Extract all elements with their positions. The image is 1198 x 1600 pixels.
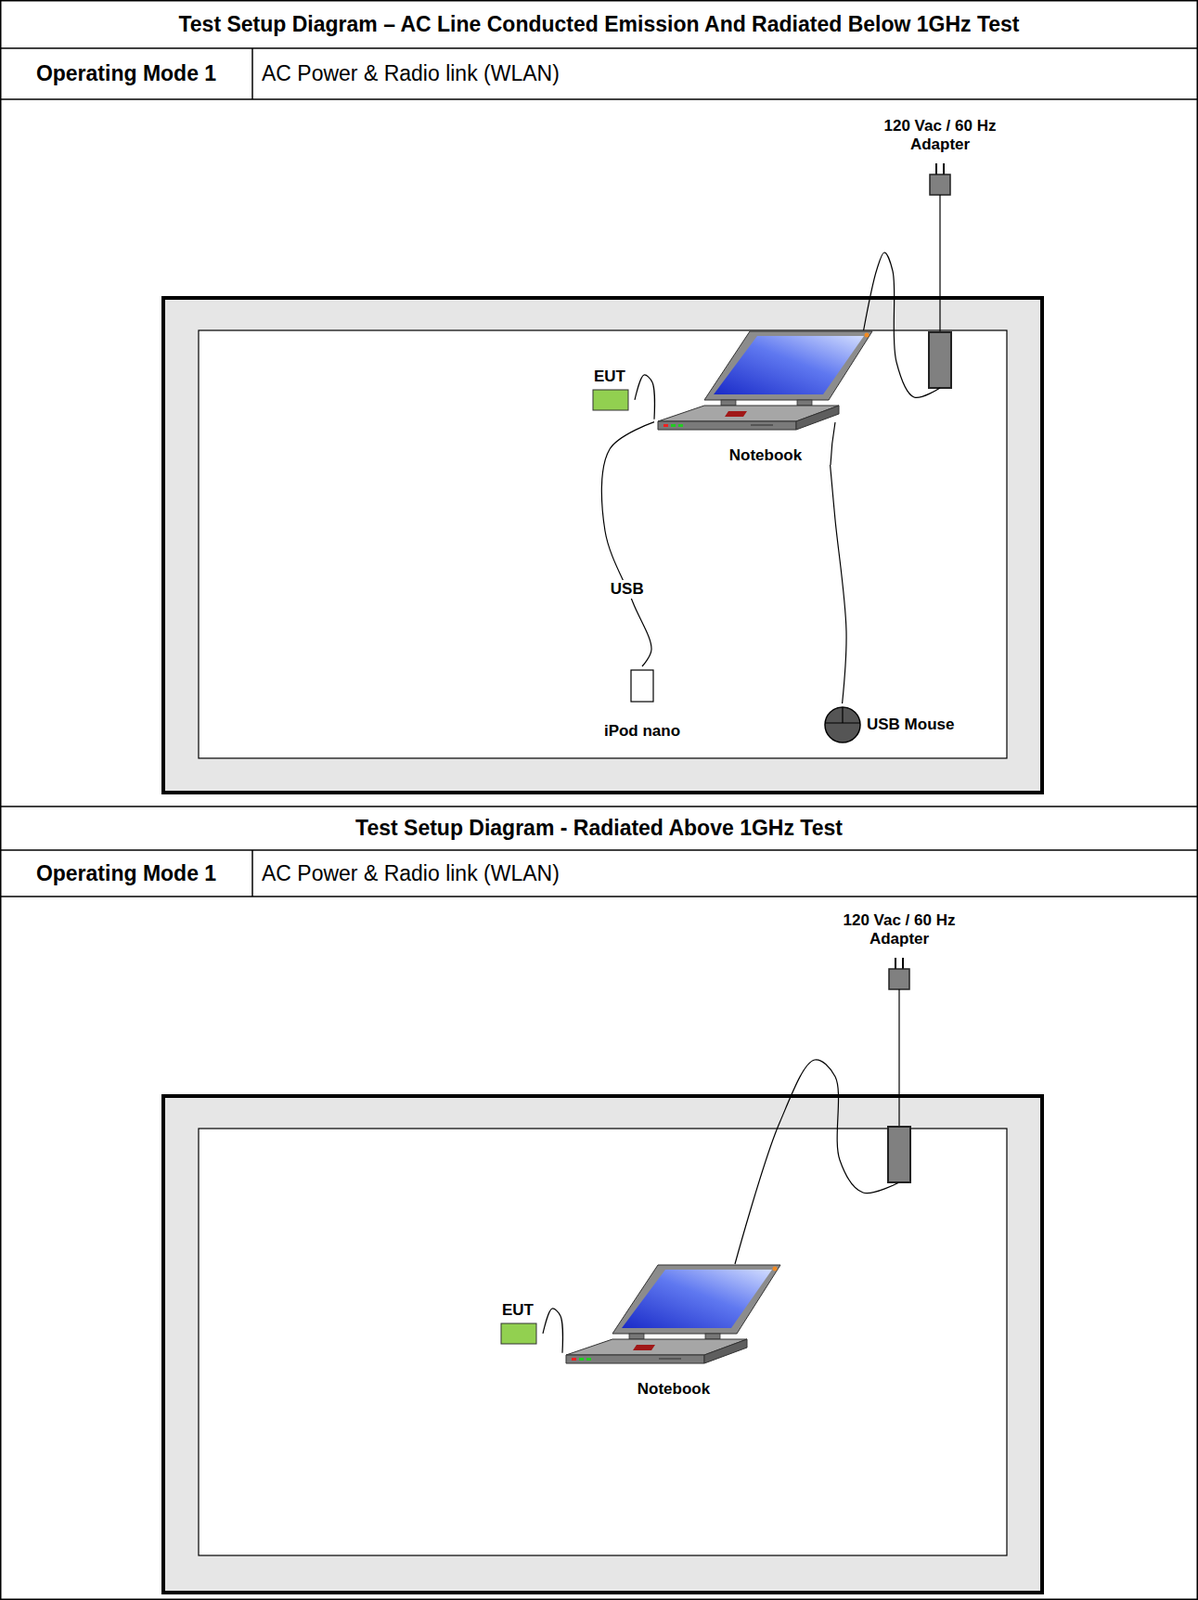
equipment-label: Notebook — [637, 1379, 710, 1399]
mode-label: Operating Mode 1 — [36, 861, 217, 887]
equipment-label: USB Mouse — [866, 715, 954, 735]
plug — [929, 174, 951, 195]
equipment-node: iPod nano — [593, 666, 691, 741]
adapter-brick — [928, 332, 952, 388]
grid-line — [0, 98, 1198, 101]
cable — [863, 252, 941, 398]
equipment-label: iPod nano — [604, 721, 681, 741]
table-top — [198, 1128, 1007, 1556]
eut-device — [501, 1323, 537, 1344]
table-cell: Operating Mode 1 — [0, 48, 253, 100]
cable — [634, 374, 655, 420]
test-table — [163, 1095, 1043, 1593]
mouse-button-line — [841, 707, 843, 723]
mode-description: AC Power & Radio link (WLAN) — [261, 61, 560, 87]
ac-adapter — [888, 957, 911, 1183]
plug — [888, 968, 910, 990]
equipment-label: 120 Vac / 60 Hz Adapter — [863, 116, 1017, 155]
eut-device — [592, 389, 629, 411]
grid-line — [0, 895, 1198, 898]
cable — [898, 989, 900, 1127]
grid-line — [0, 805, 1198, 808]
section-heading: Test Setup Diagram - Radiated Above 1GHz… — [355, 815, 843, 841]
cable — [734, 1059, 900, 1264]
adapter-brick — [888, 1126, 911, 1183]
grid-line — [0, 849, 1198, 851]
table-cell: AC Power & Radio link (WLAN) — [252, 850, 1198, 897]
grid-line — [0, 47, 1198, 50]
table-top — [198, 330, 1007, 759]
cable — [601, 422, 655, 667]
notebook-icon — [566, 1264, 781, 1364]
equipment-node: Notebook — [562, 1263, 786, 1399]
cable-label: USB — [607, 579, 647, 599]
cable — [830, 422, 836, 465]
equipment-label: 120 Vac / 60 Hz Adapter — [823, 911, 976, 950]
table-grid — [0, 48, 1198, 897]
plug-prong — [894, 957, 897, 969]
mouse-body — [824, 707, 861, 743]
table-cell: Test Setup Diagram - Radiated Above 1GHz… — [0, 806, 1198, 851]
cable — [830, 464, 847, 704]
plug-prong — [935, 163, 938, 175]
notebook-icon — [657, 331, 873, 430]
equipment-node: 120 Vac / 60 Hz Adapter — [823, 911, 976, 1183]
table-cell: AC Power & Radio link (WLAN) — [252, 48, 1198, 100]
section-heading: Test Setup Diagram – AC Line Conducted E… — [178, 12, 1019, 38]
mode-label: Operating Mode 1 — [36, 61, 217, 87]
plug-prong — [942, 163, 945, 175]
table-cell: Operating Mode 1 — [0, 850, 253, 897]
grid-line — [251, 48, 254, 100]
test-table — [163, 297, 1043, 793]
cable — [542, 1308, 563, 1353]
equipment-label: EUT — [502, 1301, 534, 1320]
table-cell: Test Setup Diagram – AC Line Conducted E… — [0, 0, 1198, 49]
equipment-node: EUT — [584, 367, 635, 411]
mode-description: AC Power & Radio link (WLAN) — [261, 861, 560, 887]
cable — [939, 194, 941, 333]
equipment-node: Notebook — [654, 330, 877, 465]
grid-line — [251, 850, 254, 897]
equipment-label: EUT — [593, 367, 626, 387]
mouse-icon — [824, 707, 861, 743]
plug-prong — [901, 957, 904, 969]
equipment-node: USB Mouse — [822, 703, 990, 747]
equipment-label: Notebook — [729, 446, 802, 465]
equipment-node: EUT — [492, 1301, 543, 1344]
ac-adapter — [928, 163, 952, 388]
equipment-node: 120 Vac / 60 Hz Adapter — [863, 116, 1017, 388]
ipod-icon — [631, 669, 654, 702]
